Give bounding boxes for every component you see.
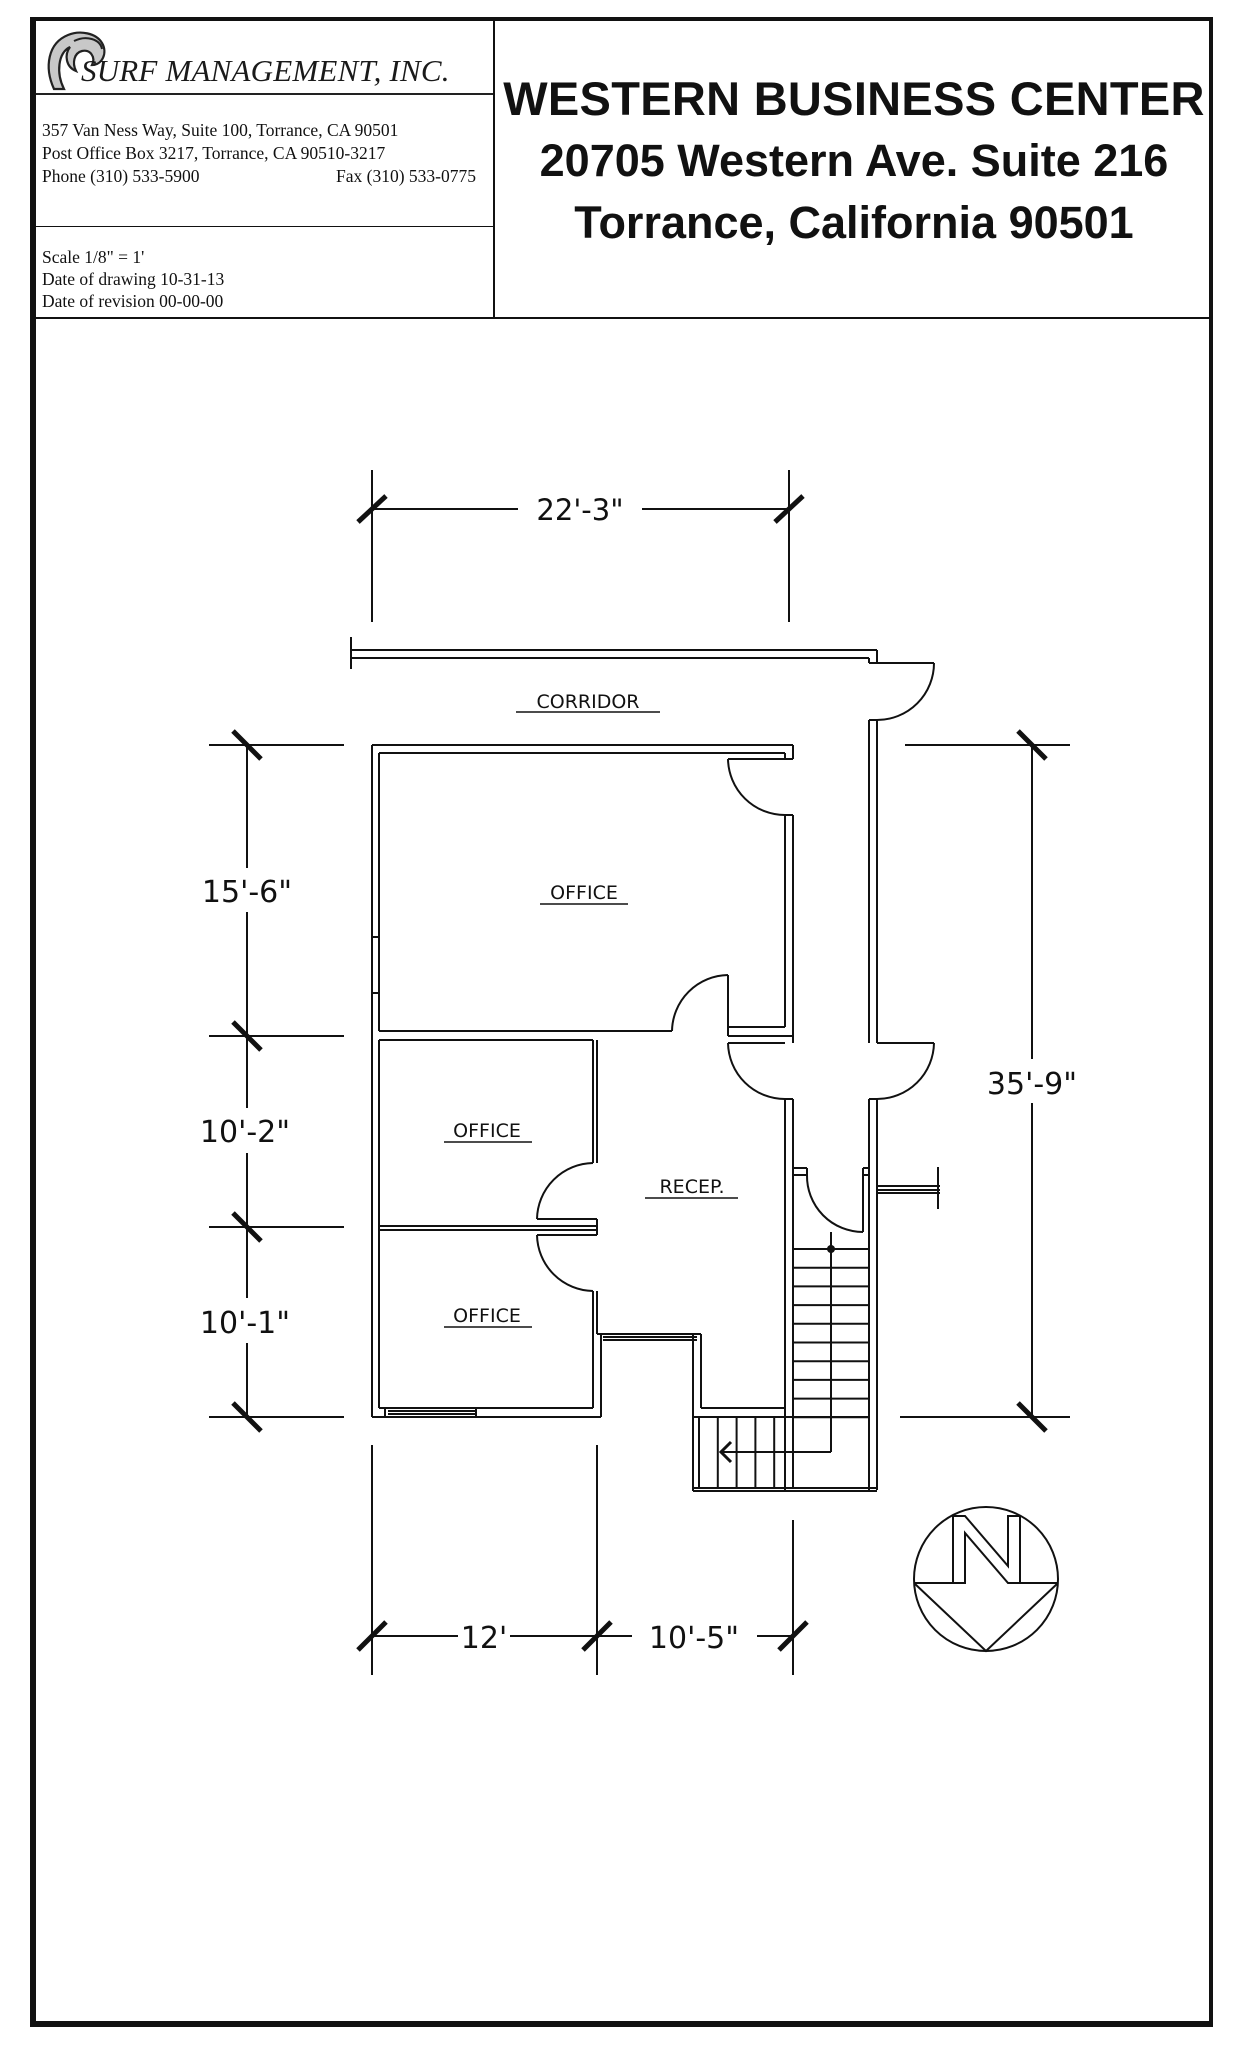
- door-swing-office-1-right: [727, 758, 786, 816]
- title-block-divider: [493, 21, 495, 318]
- title-block-bottom-rule: [33, 317, 1213, 319]
- company-contact-row: Phone (310) 533-5900 Fax (310) 533-0775: [42, 165, 482, 188]
- date-of-drawing: Date of drawing 10-31-13: [42, 269, 225, 289]
- property-address: 20705 Western Ave. Suite 216: [539, 135, 1169, 186]
- title-block-separator: [36, 226, 493, 227]
- room-label-corridor: CORRIDOR: [536, 691, 639, 713]
- property-name: WESTERN BUSINESS CENTER: [503, 72, 1205, 125]
- property-city-state-zip: Torrance, California 90501: [574, 197, 1134, 248]
- room-label-office-1: OFFICE: [550, 882, 618, 904]
- date-of-revision: Date of revision 00-00-00: [42, 291, 224, 311]
- dim-text-offices-width: 12': [461, 1621, 507, 1656]
- hallway-double-door: [727, 1042, 935, 1490]
- dimension-overall-width: 22'-3": [356, 470, 805, 622]
- dimension-bottom-chain: [356, 1445, 809, 1675]
- room-label-reception: RECEP.: [659, 1176, 724, 1198]
- north-letter-n: [952, 1515, 1021, 1584]
- dimension-left-chain: [209, 729, 344, 1433]
- office-1-walls: [371, 744, 794, 1417]
- dimension-overall-depth: [900, 729, 1070, 1433]
- company-street-address: 357 Van Ness Way, Suite 100, Torrance, C…: [42, 120, 399, 140]
- door-swing-office-2: [536, 1162, 594, 1220]
- room-label-office-2: OFFICE: [453, 1120, 521, 1142]
- drawing-scale: Scale 1/8" = 1': [42, 247, 145, 267]
- dim-text-office-1-depth: 15'-6": [202, 875, 292, 910]
- reception-walls: [597, 1333, 793, 1418]
- stairwell: [692, 1167, 940, 1492]
- company-logo-row: SURF MANAGEMENT, INC.: [36, 21, 493, 95]
- north-arrow-icon: N: [913, 1506, 1059, 1653]
- title-block-company: SURF MANAGEMENT, INC. 357 Van Ness Way, …: [36, 21, 493, 318]
- room-label-office-3: OFFICE: [453, 1305, 521, 1327]
- drawing-info-block: Scale 1/8" = 1' Date of drawing 10-31-13…: [42, 246, 224, 312]
- property-title-block: WESTERN BUSINESS CENTER 20705 Western Av…: [495, 68, 1213, 254]
- wave-icon: [47, 31, 106, 91]
- company-phone: Phone (310) 533-5900: [42, 166, 200, 186]
- dim-text-office-2-depth: 10'-2": [200, 1115, 290, 1150]
- dim-text-reception-width: 10'-5": [649, 1621, 739, 1656]
- stair-treads: [698, 1248, 869, 1488]
- dim-text-overall-depth: 35'-9": [987, 1067, 1077, 1102]
- company-po-box: Post Office Box 3217, Torrance, CA 90510…: [42, 143, 386, 163]
- door-swing-office-3: [536, 1234, 594, 1292]
- company-name: SURF MANAGEMENT, INC.: [81, 53, 450, 88]
- corridor-wall: [350, 637, 935, 1043]
- door-swing-stair: [805, 1174, 864, 1233]
- dim-text-overall-width: 22'-3": [536, 493, 623, 527]
- company-address-block: 357 Van Ness Way, Suite 100, Torrance, C…: [42, 119, 482, 188]
- drawing-frame: [30, 17, 1213, 2027]
- door-swing-office-1-bottom: [671, 974, 729, 1032]
- company-fax: Fax (310) 533-0775: [336, 166, 476, 186]
- offices-2-3-walls: [372, 1039, 602, 1418]
- dim-text-office-3-depth: 10'-1": [200, 1306, 290, 1341]
